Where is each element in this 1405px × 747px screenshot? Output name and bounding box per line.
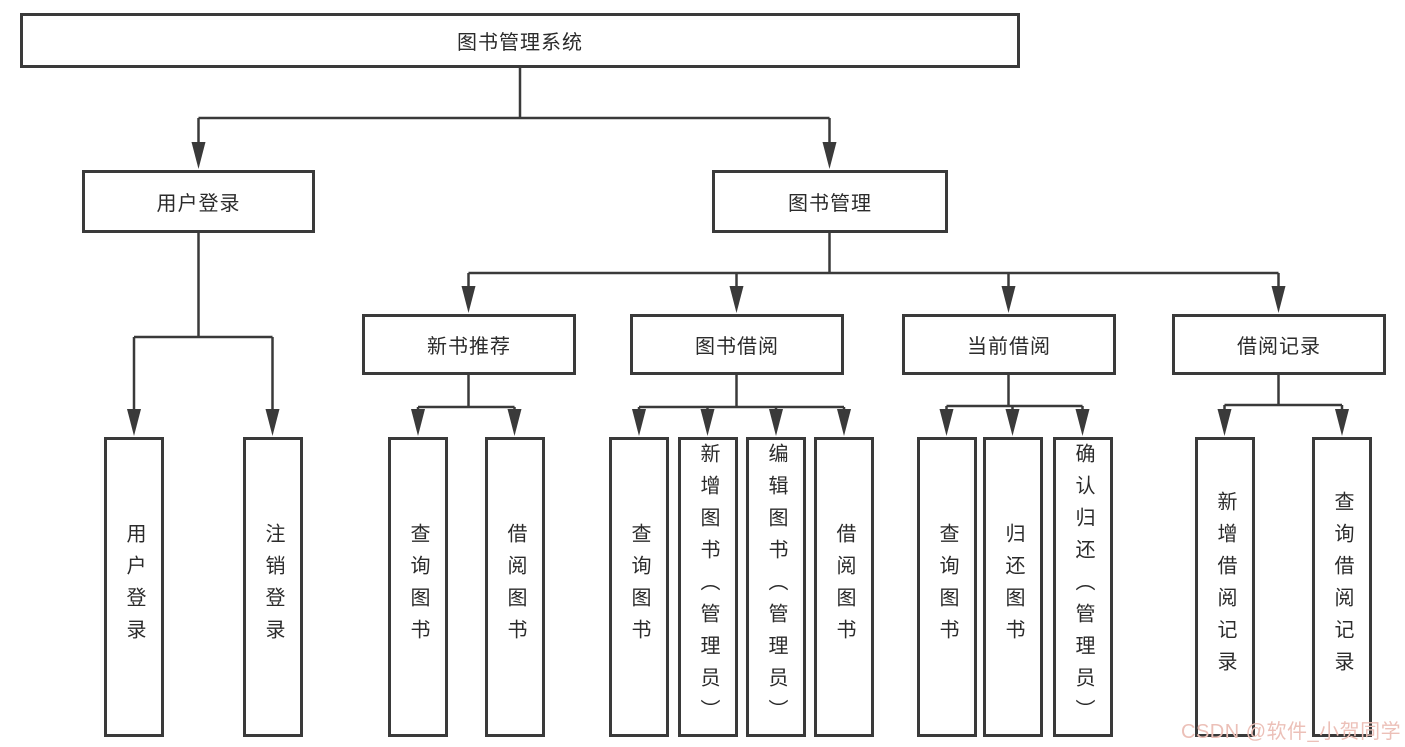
leaf-query-borrow-record: 查询借阅记录 — [1312, 437, 1372, 737]
leaf-query-books-borrowing: 查询图书 — [609, 437, 669, 737]
leaf-add-books-admin: 新增图书（管理员） — [678, 437, 738, 737]
node-current-borrowing: 当前借阅 — [902, 314, 1116, 375]
node-borrowing-records: 借阅记录 — [1172, 314, 1386, 375]
node-new-book-recommend: 新书推荐 — [362, 314, 576, 375]
leaf-borrow-books-borrowing: 借阅图书 — [814, 437, 874, 737]
node-book-borrowing: 图书借阅 — [630, 314, 844, 375]
leaf-edit-books-admin: 编辑图书（管理员） — [746, 437, 806, 737]
leaf-user-login: 用户登录 — [104, 437, 164, 737]
leaf-query-books-recommend: 查询图书 — [388, 437, 448, 737]
leaf-borrow-books-recommend: 借阅图书 — [485, 437, 545, 737]
leaf-confirm-return-admin: 确认归还（管理员） — [1053, 437, 1113, 737]
node-book-management: 图书管理 — [712, 170, 948, 233]
node-library-management-system: 图书管理系统 — [20, 13, 1020, 68]
leaf-return-books: 归还图书 — [983, 437, 1043, 737]
node-user-login: 用户登录 — [82, 170, 315, 233]
leaf-query-books-current: 查询图书 — [917, 437, 977, 737]
arrow-down-icon — [127, 142, 1349, 436]
watermark: CSDN @软件_小贺同学 — [1181, 721, 1402, 743]
leaf-add-borrow-record: 新增借阅记录 — [1195, 437, 1255, 737]
leaf-logout: 注销登录 — [243, 437, 303, 737]
